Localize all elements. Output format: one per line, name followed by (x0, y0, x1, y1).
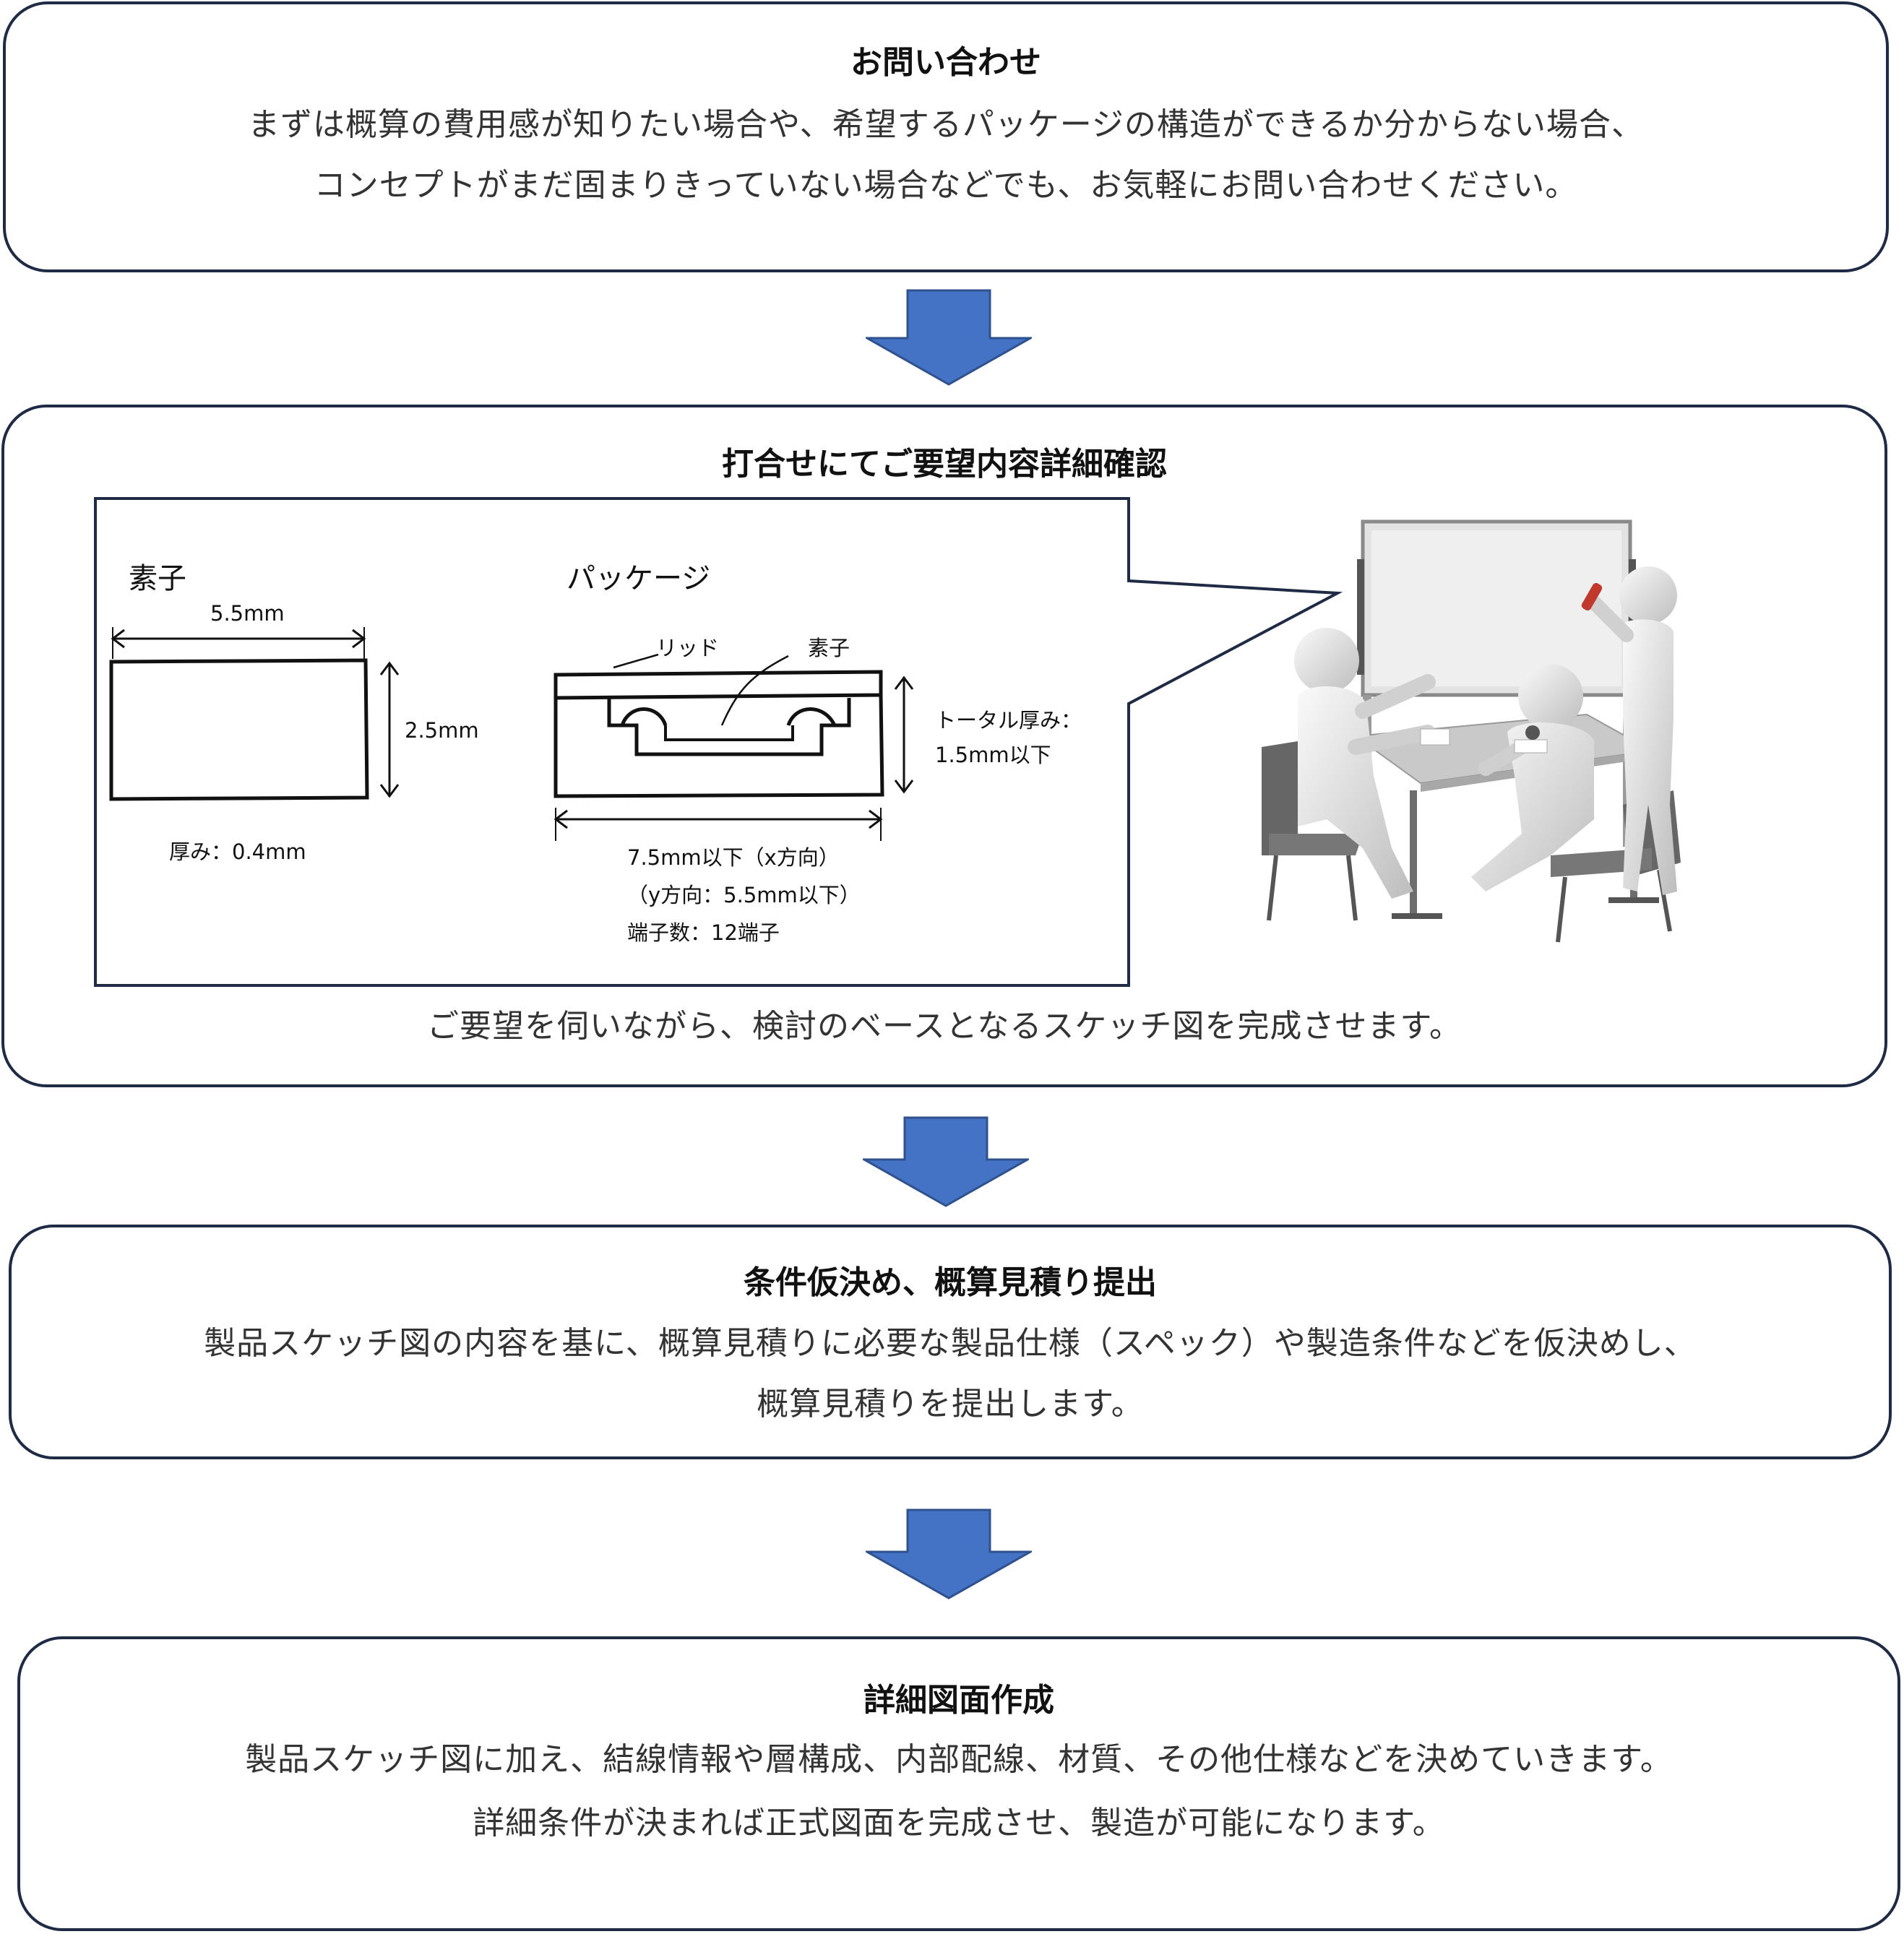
total-thickness-value: 1.5mm以下 (935, 743, 1051, 767)
x-dimension-label: 7.5mm以下（x方向） (627, 845, 840, 870)
step-box-detailed-drawing: 詳細図面作成 製品スケッチ図に加え、結線情報や層構成、内部配線、材質、その他仕様… (17, 1636, 1900, 1931)
down-arrow-icon (866, 289, 1032, 386)
terminal-count-label: 端子数：12端子 (627, 920, 780, 945)
step-text-line: 詳細条件が決まれば正式図面を完成させ、製造が可能になります。 (473, 1805, 1445, 1842)
sketch-callout-frame (94, 497, 1343, 987)
step-text-line: 製品スケッチ図に加え、結線情報や層構成、内部配線、材質、その他仕様などを決めてい… (245, 1741, 1673, 1778)
down-arrow-icon (863, 1116, 1029, 1207)
package-heading: パッケージ (567, 562, 711, 595)
step-text-line: まずは概算の費用感が知りたい場合や、希望するパッケージの構造ができるか分からない… (248, 106, 1644, 143)
down-arrow-icon (866, 1508, 1032, 1600)
element-width-label: 5.5mm (210, 601, 285, 626)
step-text-line: ご要望を伺いながら、検討のベースとなるスケッチ図を完成させます。 (426, 1008, 1463, 1045)
lid-label: リッド (656, 636, 720, 660)
element-height-label: 2.5mm (405, 718, 479, 743)
step-title: 打合せにてご要望内容詳細確認 (722, 446, 1167, 483)
total-thickness-label: トータル厚み： (935, 708, 1082, 733)
y-dimension-label: （y方向：5.5mm以下） (627, 883, 861, 907)
step-title: お問い合わせ (850, 44, 1041, 81)
element-thickness-label: 厚み：0.4mm (169, 839, 306, 864)
meeting-illustration (1262, 519, 1681, 943)
step-text-line: 製品スケッチ図の内容を基に、概算見積りに必要な製品仕様（スペック）や製造条件など… (204, 1325, 1697, 1362)
element-heading: 素子 (129, 562, 186, 595)
chip-label: 素子 (808, 636, 850, 660)
package-sketch (553, 653, 914, 841)
step-text-line: 概算見積りを提出します。 (757, 1386, 1144, 1423)
step-box-meeting: 打合せにてご要望内容詳細確認 素子 5.5mm 2.5mm 厚み：0.4mm パ… (1, 405, 1887, 1087)
step-title: 条件仮決め、概算見積り提出 (744, 1264, 1157, 1301)
step-box-estimate: 条件仮決め、概算見積り提出 製品スケッチ図の内容を基に、概算見積りに必要な製品仕… (9, 1225, 1892, 1459)
element-sketch (109, 627, 400, 801)
step-box-inquiry: お問い合わせ まずは概算の費用感が知りたい場合や、希望するパッケージの構造ができ… (3, 1, 1889, 272)
step-text-line: コンセプトがまだ固まりきっていない場合などでも、お気軽にお問い合わせください。 (314, 167, 1578, 204)
step-title: 詳細図面作成 (863, 1682, 1054, 1719)
